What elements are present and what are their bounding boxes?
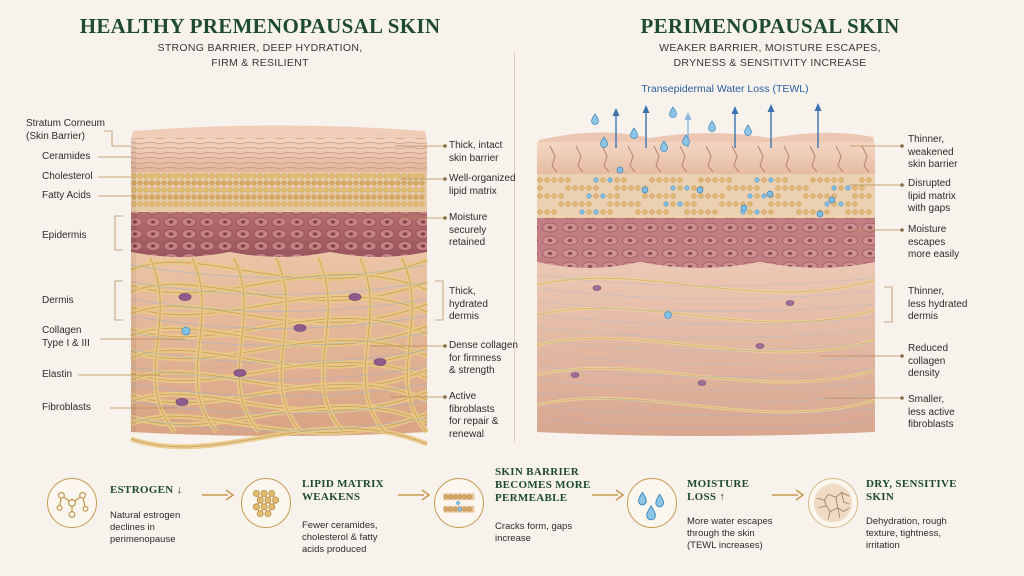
left-panel-subtitle: STRONG BARRIER, DEEP HYDRATION, FIRM & R…: [60, 41, 460, 71]
perimenopausal-skin-block: [536, 103, 876, 436]
left-subtitle-line-1: STRONG BARRIER, DEEP HYDRATION,: [157, 42, 363, 54]
cracked-skin-icon: [808, 478, 858, 528]
label-epidermis: Epidermis: [42, 230, 87, 241]
label-smaller-fibroblasts: Smaller, less active fibroblasts: [908, 394, 955, 430]
flow-step-3-title: SKIN BARRIER BECOMES MORE PERMEABLE: [495, 466, 591, 504]
flow-step-1-desc: Natural estrogen declines in perimenopau…: [110, 510, 181, 545]
label-collagen: Collagen Type I & III: [42, 325, 90, 349]
label-disrupted-lipid: Disrupted lipid matrix with gaps: [908, 178, 956, 214]
label-weakened-barrier: Thinner, weakened skin barrier: [908, 134, 958, 170]
label-stratum-corneum: Stratum Corneum (Skin Barrier): [26, 118, 105, 142]
flow-arrow-3: [590, 488, 625, 507]
label-lipid-matrix: Well-organized lipid matrix: [449, 173, 516, 197]
flow-step-5-desc: Dehydration, rough texture, tightness, i…: [866, 516, 947, 551]
right-subtitle-line-1: WEAKER BARRIER, MOISTURE ESCAPES,: [659, 42, 881, 54]
lipid-matrix-right: [537, 166, 872, 254]
fibroblasts-left: [175, 293, 387, 406]
flow-arrow-4: [770, 488, 805, 507]
tewl-arrows: [591, 103, 822, 152]
lipid-grid-icon: [241, 478, 291, 528]
label-moisture-escapes: Moisture escapes more easily: [908, 224, 960, 260]
label-dermis: Dermis: [42, 295, 74, 306]
barrier-cracks: [549, 145, 870, 173]
flow-step-2-title: LIPID MATRIX WEAKENS: [302, 478, 384, 503]
label-reduced-collagen: Reduced collagen density: [908, 343, 949, 379]
flow-arrow-2: [396, 488, 431, 507]
label-cholesterol: Cholesterol: [42, 171, 93, 182]
lipid-matrix-left: [131, 173, 425, 207]
flow-step-1-title: ESTROGEN ↓: [110, 484, 183, 496]
droplets-icon: [627, 478, 677, 528]
label-moisture-retained: Moisture securely retained: [449, 212, 488, 248]
panel-divider: [514, 52, 515, 442]
label-ceramides: Ceramides: [42, 151, 91, 162]
barrier-icon: [434, 478, 484, 528]
flow-step-2-desc: Fewer ceramides, cholesterol & fatty aci…: [302, 520, 378, 555]
left-subtitle-line-2: FIRM & RESILIENT: [211, 57, 309, 69]
flow-arrow-1: [200, 488, 235, 507]
right-panel-subtitle: WEAKER BARRIER, MOISTURE ESCAPES, DRYNES…: [570, 41, 970, 71]
left-panel-title: HEALTHY PREMENOPAUSAL SKIN: [79, 14, 441, 38]
label-active-fibroblasts: Active fibroblasts for repair & renewal: [449, 391, 499, 440]
label-hydrated-dermis: Thick, hydrated dermis: [449, 286, 488, 322]
skin-cross-section-illustration: [78, 103, 904, 450]
collagen-fibers-right: [536, 274, 876, 430]
right-panel-title: PERIMENOPAUSAL SKIN: [640, 14, 900, 38]
left-leader-lines: [78, 130, 902, 409]
label-fatty-acids: Fatty Acids: [42, 190, 91, 201]
flow-row: ESTROGEN ↓ Natural estrogen declines in …: [0, 458, 1024, 576]
label-fibroblasts: Fibroblasts: [42, 402, 91, 413]
tewl-label: Transepidermal Water Loss (TEWL): [641, 83, 809, 95]
label-elastin: Elastin: [42, 369, 73, 380]
label-dense-collagen: Dense collagen for firmness & strength: [449, 340, 518, 376]
right-subtitle-line-2: DRYNESS & SENSITIVITY INCREASE: [673, 57, 867, 69]
flow-step-3-desc: Cracks form, gaps increase: [495, 521, 573, 544]
label-thick-barrier: Thick, intact skin barrier: [449, 140, 503, 164]
flow-step-4-desc: More water escapes through the skin (TEW…: [687, 516, 773, 551]
healthy-skin-block: [130, 125, 429, 450]
flow-step-4-title: MOISTURE LOSS ↑: [687, 478, 750, 503]
label-thinner-dermis: Thinner, less hydrated dermis: [908, 286, 968, 322]
molecule-icon: [47, 478, 97, 528]
fibroblasts-right: [570, 285, 795, 386]
flow-step-5-title: DRY, SENSITIVE SKIN: [866, 478, 957, 503]
